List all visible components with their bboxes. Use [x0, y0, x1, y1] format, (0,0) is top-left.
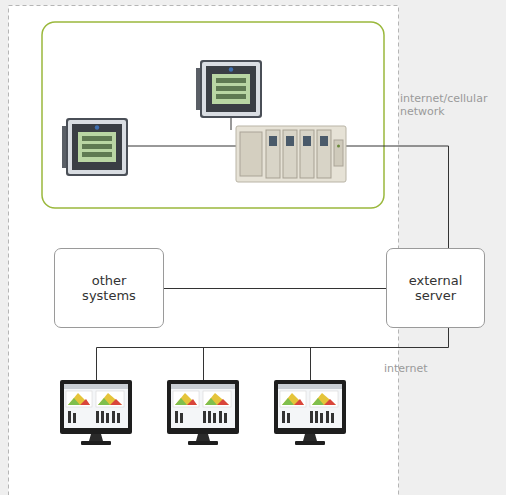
monitor [274, 380, 346, 445]
box-label: external server [401, 273, 471, 303]
network-link [164, 288, 386, 289]
monitor [167, 380, 239, 445]
network-label: internet/cellular network [400, 92, 504, 118]
monitor [60, 380, 132, 445]
system-box: external server [386, 248, 485, 328]
power-meter [196, 60, 262, 118]
power-meter [62, 118, 128, 176]
system-box: other systems [54, 248, 164, 328]
text-group: external server [401, 273, 471, 303]
device-group [42, 22, 384, 208]
plc-controller [236, 126, 346, 182]
network-label: internet [384, 362, 464, 375]
site-boundary [9, 6, 399, 495]
box-label: other systems [74, 273, 144, 303]
text-group: other systems [74, 273, 144, 303]
